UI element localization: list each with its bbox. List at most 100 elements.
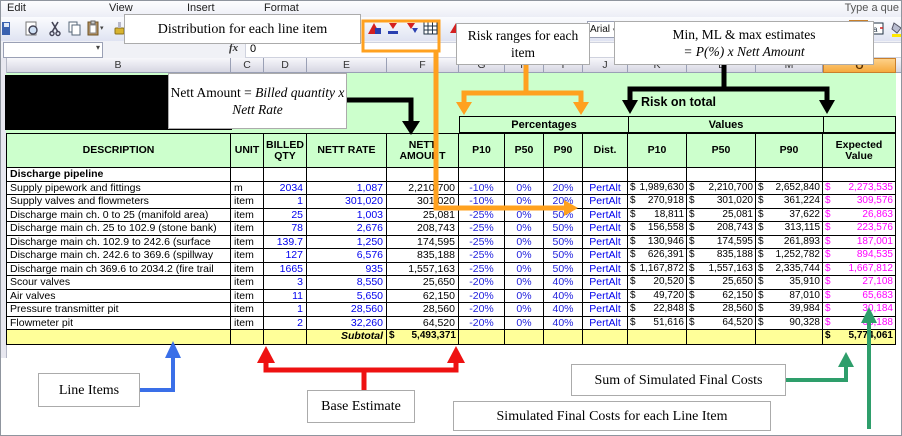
p50-value-cell[interactable]: $174,595 — [687, 235, 756, 249]
description-cell[interactable]: Discharge main ch. 102.9 to 242.6 (surfa… — [6, 235, 231, 249]
p10-pct-cell[interactable]: P10 — [459, 133, 505, 168]
column-header-C[interactable]: C — [231, 58, 264, 73]
p90-pct-cell[interactable] — [544, 168, 583, 182]
p10-value-cell[interactable]: $20,520 — [628, 276, 687, 290]
p10-pct-cell[interactable]: -20% — [459, 289, 505, 303]
description-cell[interactable]: Pressure transmitter pit — [6, 303, 231, 317]
nett-amount-cell[interactable]: 835,188 — [387, 249, 459, 263]
description-cell[interactable]: Discharge main ch. 25 to 102.9 (stone ba… — [6, 222, 231, 236]
p10-pct-cell[interactable]: -25% — [459, 262, 505, 276]
copy-icon[interactable] — [66, 20, 83, 37]
description-cell[interactable]: Discharge pipeline — [6, 168, 231, 182]
billed-qty-cell[interactable]: 25 — [264, 208, 307, 222]
namebox-dropdown-icon[interactable]: ▾ — [95, 43, 100, 52]
callout-sum-simulated[interactable]: Sum of Simulated Final Costs — [571, 364, 786, 396]
dist-cell[interactable]: PertAlt — [583, 195, 628, 209]
nett-amount-cell[interactable]: 174,595 — [387, 235, 459, 249]
p50-pct-cell[interactable]: 0% — [505, 235, 544, 249]
expected-value-cell[interactable]: $1,667,812 — [823, 262, 896, 276]
nett-rate-cell[interactable]: 1,250 — [307, 235, 387, 249]
expected-value-cell[interactable]: $187,001 — [823, 235, 896, 249]
expected-value-cell[interactable]: $30,184 — [823, 303, 896, 317]
p90-value-cell[interactable]: $313,115 — [756, 222, 823, 236]
unit-cell[interactable]: m — [231, 181, 264, 195]
billed-qty-cell[interactable]: 2034 — [264, 181, 307, 195]
expected-value-cell[interactable]: $2,273,535 — [823, 181, 896, 195]
dist-cell[interactable]: PertAlt — [583, 208, 628, 222]
description-cell[interactable]: Air valves — [6, 289, 231, 303]
nett-rate-cell[interactable]: 5,650 — [307, 289, 387, 303]
p50-value-cell[interactable]: $835,188 — [687, 249, 756, 263]
p10-value-cell[interactable]: $22,848 — [628, 303, 687, 317]
p50-pct-cell[interactable]: 0% — [505, 195, 544, 209]
p50-value-cell[interactable]: $301,020 — [687, 195, 756, 209]
nett-amount-cell[interactable]: 1,557,163 — [387, 262, 459, 276]
description-cell[interactable]: Discharge main ch. 0 to 25 (manifold are… — [6, 208, 231, 222]
callout-min-ml-max[interactable]: Min, ML & max estimates= P(%) x Nett Amo… — [614, 21, 874, 65]
unit-cell[interactable]: item — [231, 289, 264, 303]
p50-value-cell[interactable] — [687, 168, 756, 182]
callout-risk-ranges[interactable]: Risk ranges for each item — [456, 23, 590, 65]
p90-value-cell[interactable]: $2,652,840 — [756, 181, 823, 195]
p50-pct-cell[interactable]: 0% — [505, 303, 544, 317]
expected-value-cell[interactable]: $894,535 — [823, 249, 896, 263]
dist-cell[interactable]: PertAlt — [583, 222, 628, 236]
p50-pct-cell[interactable]: 0% — [505, 249, 544, 263]
p10-pct-cell[interactable]: -20% — [459, 276, 505, 290]
nett-rate-cell[interactable]: NETT RATE — [307, 133, 387, 168]
p50-pct-cell[interactable]: 0% — [505, 289, 544, 303]
p90-pct-cell[interactable]: 50% — [544, 208, 583, 222]
p50-pct-cell[interactable]: P50 — [505, 133, 544, 168]
p50-pct-cell[interactable]: 0% — [505, 181, 544, 195]
p10-pct-cell[interactable]: -20% — [459, 316, 505, 330]
nett-amount-cell[interactable]: 25,081 — [387, 208, 459, 222]
p10-value-cell[interactable]: $130,946 — [628, 235, 687, 249]
p90-pct-cell[interactable]: 50% — [544, 249, 583, 263]
unit-cell[interactable]: item — [231, 249, 264, 263]
p90-value-cell[interactable]: $39,984 — [756, 303, 823, 317]
nett-amount-cell[interactable]: 25,650 — [387, 276, 459, 290]
p50-pct-cell[interactable] — [505, 168, 544, 182]
risk-distribution-1-icon[interactable] — [366, 20, 383, 37]
p10-pct-cell[interactable]: -25% — [459, 249, 505, 263]
nett-amount-cell[interactable]: NETT AMOUNT — [387, 133, 459, 168]
nett-rate-cell[interactable]: 28,560 — [307, 303, 387, 317]
expected-value-cell[interactable]: $68,188 — [823, 316, 896, 330]
description-cell[interactable]: Discharge main ch 369.6 to 2034.2 (fire … — [6, 262, 231, 276]
dist-cell[interactable] — [583, 330, 628, 345]
p50-pct-cell[interactable]: 0% — [505, 208, 544, 222]
p50-value-cell[interactable]: $2,210,700 — [687, 181, 756, 195]
p10-pct-cell[interactable] — [459, 168, 505, 182]
column-header-B[interactable]: B — [6, 58, 231, 73]
column-header-D[interactable]: D — [264, 58, 307, 73]
risk-distribution-2-icon[interactable] — [385, 20, 402, 37]
callout-distribution[interactable]: Distribution for each line item — [124, 14, 361, 44]
paste-icon[interactable] — [85, 20, 102, 37]
nett-amount-cell[interactable]: 301,020 — [387, 195, 459, 209]
p10-pct-cell[interactable]: -25% — [459, 208, 505, 222]
description-cell[interactable]: Discharge main ch. 242.6 to 369.6 (spill… — [6, 249, 231, 263]
p10-value-cell[interactable]: $1,989,630 — [628, 181, 687, 195]
expected-value-cell[interactable]: $5,774,061 — [823, 330, 896, 345]
expected-value-cell[interactable]: $26,863 — [823, 208, 896, 222]
nett-rate-cell[interactable]: 8,550 — [307, 276, 387, 290]
p50-value-cell[interactable]: $25,081 — [687, 208, 756, 222]
nett-amount-cell[interactable]: 62,150 — [387, 289, 459, 303]
p90-pct-cell[interactable]: 40% — [544, 276, 583, 290]
p90-pct-cell[interactable] — [544, 330, 583, 345]
name-box[interactable]: ▾ — [3, 42, 103, 58]
menu-format[interactable]: Format — [264, 2, 299, 14]
group-header-values[interactable]: Values — [628, 116, 824, 133]
p10-value-cell[interactable]: $51,616 — [628, 316, 687, 330]
nett-rate-cell[interactable]: 1,087 — [307, 181, 387, 195]
p90-pct-cell[interactable]: 50% — [544, 222, 583, 236]
dist-cell[interactable] — [583, 168, 628, 182]
p10-pct-cell[interactable]: -25% — [459, 235, 505, 249]
type-question-box[interactable]: Type a que — [844, 2, 899, 14]
nett-amount-cell[interactable]: 28,560 — [387, 303, 459, 317]
p50-pct-cell[interactable]: 0% — [505, 222, 544, 236]
menu-view[interactable]: View — [109, 2, 133, 14]
expected-value-cell[interactable]: $27,108 — [823, 276, 896, 290]
nett-amount-cell[interactable] — [387, 168, 459, 182]
billed-qty-cell[interactable]: 1665 — [264, 262, 307, 276]
